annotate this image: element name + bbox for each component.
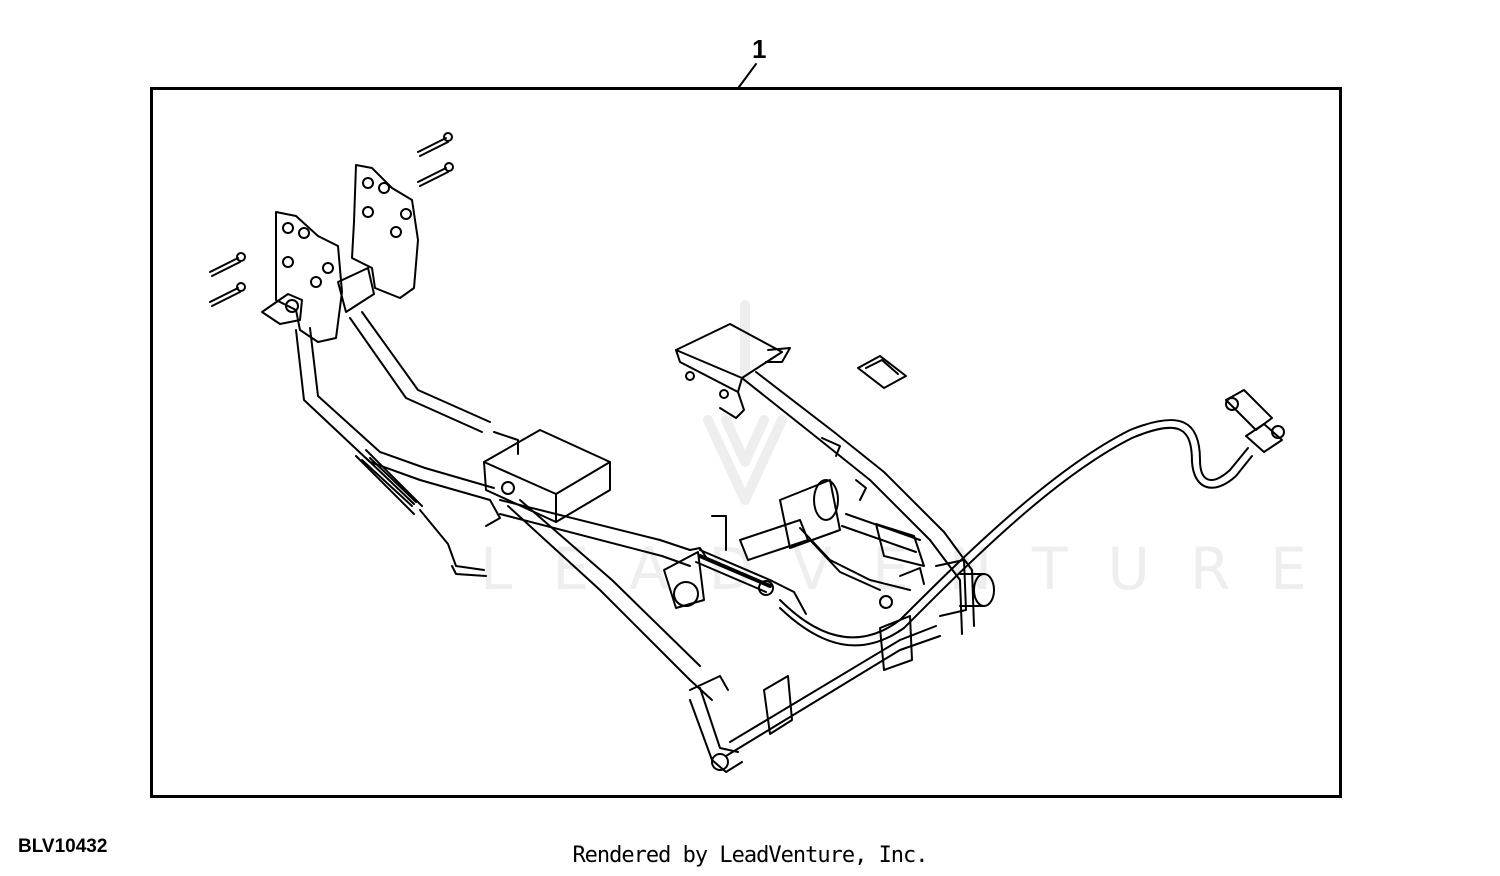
bolt [209, 282, 246, 307]
bolt [417, 162, 454, 187]
right-side-rail [741, 371, 975, 671]
figure-id: BLV10432 [18, 836, 108, 857]
left-push-arm [295, 311, 501, 527]
bolt [209, 252, 246, 277]
front-brackets [261, 164, 419, 343]
bolt [417, 132, 453, 157]
front-mount-plate [483, 429, 611, 523]
watermark-text: LEADVENTURE [480, 535, 1347, 603]
footer-credit: Rendered by LeadVenture, Inc. [572, 843, 928, 868]
hose-end-fitting [1225, 389, 1285, 453]
watermark-logo [703, 300, 787, 505]
center-lift-arms [499, 499, 713, 701]
spring-rod [355, 449, 487, 577]
callout-leader [738, 63, 757, 88]
assembly-frame [150, 87, 1342, 798]
lower-linkage [689, 625, 941, 773]
quick-coupler [935, 559, 995, 617]
rear-cylinder [841, 479, 925, 609]
cross-shaft [739, 479, 911, 591]
hydraulic-hose [779, 419, 1253, 647]
mounting-bolts [209, 132, 454, 307]
hydraulic-cylinder [695, 515, 807, 615]
decal [857, 355, 907, 389]
callout-number: 1 [752, 34, 767, 64]
rear-mount-bracket [675, 323, 791, 419]
